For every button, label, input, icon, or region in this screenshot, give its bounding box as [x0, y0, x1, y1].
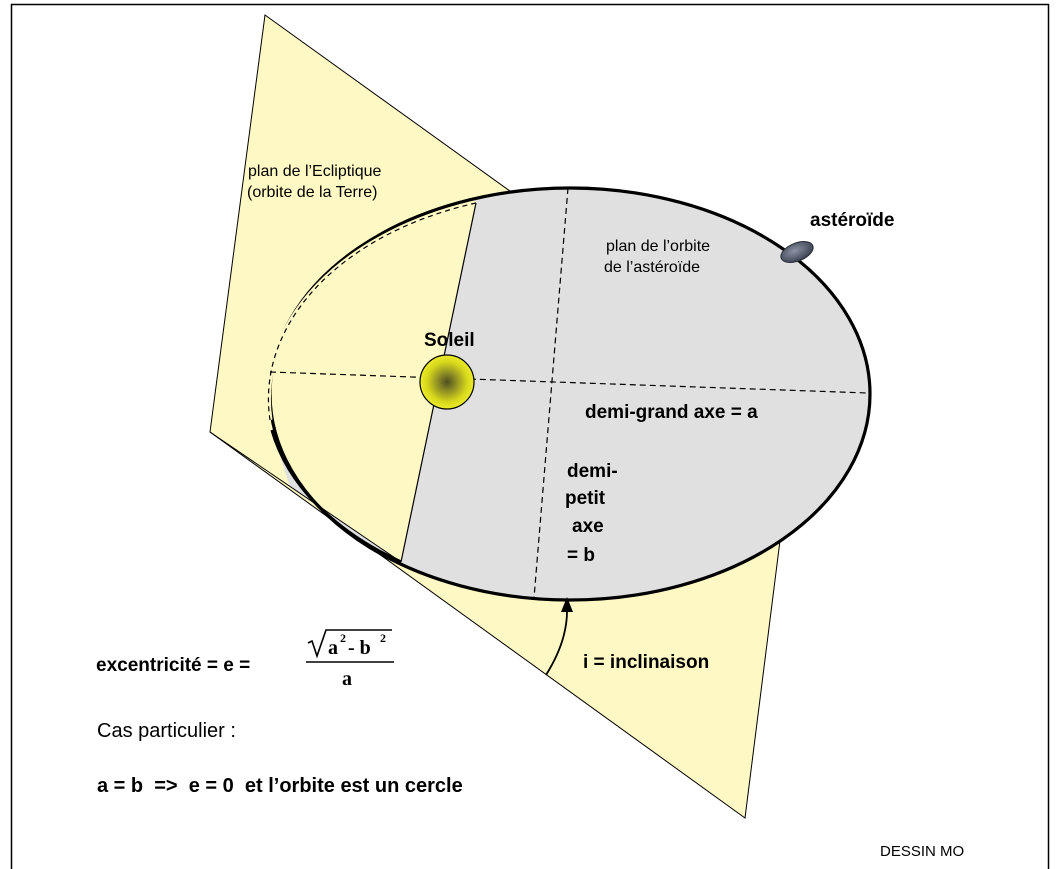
- asteroid: [780, 241, 814, 263]
- sqrt-sign: [307, 629, 392, 659]
- asteroid-label: astéroïde: [810, 210, 894, 231]
- semi-minor-label-3: axe: [572, 516, 604, 537]
- credit-label: DESSIN MO: [880, 843, 964, 860]
- ecliptic-label-line1: plan de l’Ecliptique: [248, 163, 382, 180]
- orbit-plane-label-line2: de l’astéroïde: [604, 259, 700, 276]
- special-case-heading: Cas particulier :: [97, 720, 236, 742]
- inclination-label: i = inclinaison: [583, 652, 709, 673]
- numerator-b: - b: [348, 637, 371, 659]
- numerator-a: a: [328, 637, 338, 659]
- semi-major-axis-label: demi-grand axe = a: [585, 402, 758, 423]
- frame-border: [10, 3, 1050, 869]
- eccentricity-prefix: excentricité = e =: [96, 655, 250, 676]
- ecliptic-label-line2: (orbite de la Terre): [247, 184, 377, 201]
- semi-minor-label-2: petit: [565, 488, 606, 509]
- sun-label: Soleil: [424, 330, 475, 351]
- semi-minor-label-4: = b: [567, 545, 595, 566]
- orbit-plane-label-line1: plan de l’orbite: [606, 238, 710, 255]
- special-case-statement: a = b => e = 0 et l’orbite est un cercle: [97, 775, 463, 797]
- minor-axis: [533, 187, 569, 599]
- semi-minor-label-1: demi-: [567, 461, 618, 482]
- exponent-a: 2: [340, 631, 346, 645]
- inclination-arrow: [545, 607, 568, 676]
- sun: [419, 354, 475, 410]
- denominator-a: a: [342, 668, 352, 690]
- eccentricity-fraction: a 2 - b 2 a: [306, 629, 394, 690]
- exponent-b: 2: [380, 631, 386, 645]
